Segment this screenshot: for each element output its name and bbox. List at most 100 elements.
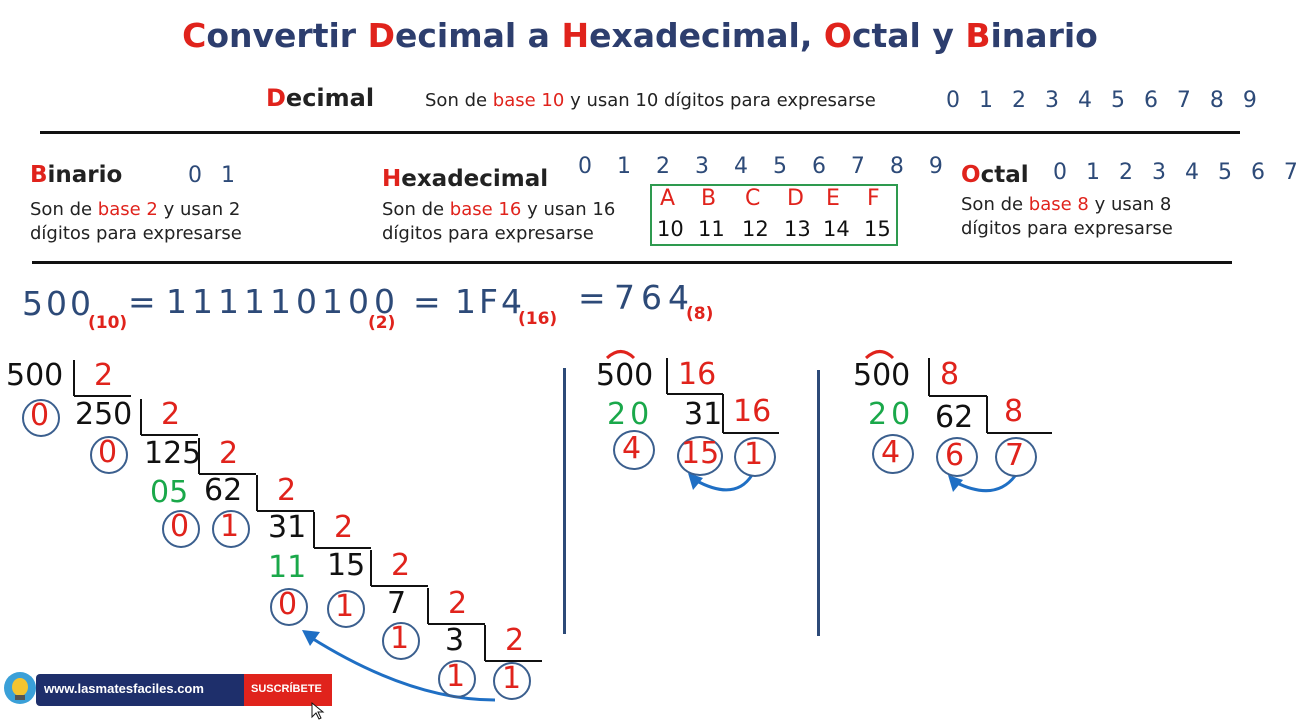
decimal-digits: 0 1 2 3 4 5 6 7 8 9 — [946, 88, 1263, 113]
eq-binary: 111110100 — [166, 282, 400, 321]
separator-right — [817, 370, 820, 636]
hex-letter-b: B — [701, 186, 717, 211]
hex-letter-c: C — [745, 186, 761, 211]
bin-remainder-circle — [212, 510, 250, 548]
bin-dividend: 7 — [387, 586, 407, 621]
bin-remainder-circle — [22, 399, 60, 437]
bin-remainder: 0 — [98, 435, 118, 470]
bin-remainder: 1 — [335, 589, 355, 624]
bin-remainder: 0 — [278, 587, 298, 622]
bin-dividend: 62 — [204, 473, 243, 508]
eq-octal: 764 — [614, 278, 695, 317]
bin-dividend: 500 — [6, 358, 64, 393]
subscribe-button[interactable] — [244, 674, 332, 706]
hex-letter-value: 12 — [742, 217, 769, 241]
bin-divisor: 2 — [391, 548, 411, 583]
bin-divisor: 2 — [277, 473, 297, 508]
bin-remainder-circle — [90, 436, 128, 474]
hex-divisor-2: 16 — [733, 394, 772, 429]
hex-letter-e: E — [826, 186, 840, 211]
bin-divisor: 2 — [219, 436, 239, 471]
octal-digits: 0 1 2 3 4 5 6 7 — [1053, 160, 1304, 185]
hex-letter-value: 14 — [823, 217, 850, 241]
bin-dividend: 125 — [144, 436, 202, 471]
binario-heading: Binario — [30, 162, 123, 188]
divider-top — [40, 131, 1240, 134]
hex-letter-value: 11 — [698, 217, 725, 241]
octal-heading: Octal — [961, 162, 1029, 188]
bulb-logo-icon — [4, 672, 36, 704]
bin-divisor: 2 — [94, 358, 114, 393]
hex-quotient: 31 — [684, 397, 723, 432]
bin-divisor: 2 — [448, 586, 468, 621]
separator-left — [563, 368, 566, 634]
bin-remainder-circle — [162, 510, 200, 548]
hexadecimal-digits: 0 1 2 3 4 5 6 7 8 9 — [578, 154, 952, 179]
hex-letter-a: A — [660, 186, 676, 211]
octal-remainder-1-circle — [872, 434, 914, 474]
bin-remainder: 0 — [30, 398, 50, 433]
octal-final-quotient: 7 — [1005, 438, 1025, 473]
hex-partial: 20 — [607, 397, 654, 432]
hex-letter-value: 10 — [657, 217, 684, 241]
hex-remainder-1-circle — [613, 430, 655, 470]
bin-dividend: 31 — [268, 510, 307, 545]
hex-letter-value: 13 — [784, 217, 811, 241]
bin-dividend: 3 — [445, 623, 465, 658]
hex-letter-table — [650, 184, 898, 246]
channel-badge[interactable]: www.lasmatesfaciles.com SUSCRÍBETE — [0, 668, 340, 720]
hex-remainder-2: 15 — [681, 436, 720, 471]
eq-hex: 1F4 — [455, 282, 525, 321]
octal-remainder-2-circle — [936, 437, 978, 477]
hexadecimal-heading: Hexadecimal — [382, 166, 549, 192]
url-bar — [36, 674, 244, 706]
binario-digits: 0 1 — [188, 163, 241, 188]
eq-sign-2: = — [413, 282, 444, 321]
bin-final-quotient: 1 — [502, 661, 522, 696]
bin-remainder: 1 — [220, 509, 240, 544]
bin-divisor: 2 — [161, 397, 181, 432]
bin-divisor: 2 — [505, 623, 525, 658]
decimal-description: Son de base 10 y usan 10 dígitos para ex… — [425, 90, 876, 111]
hex-letter-value: 15 — [864, 217, 891, 241]
octal-quotient: 62 — [935, 400, 974, 435]
bin-dividend: 15 — [327, 548, 366, 583]
bin-partial: 05 — [150, 475, 189, 510]
octal-remainder-2: 6 — [945, 438, 965, 473]
bin-final-quotient-circle — [493, 662, 531, 700]
octal-dividend: 500 — [853, 358, 911, 393]
bin-remainder-circle — [438, 660, 476, 698]
eq-sign-3: = — [578, 278, 609, 317]
hex-dividend: 500 — [596, 358, 654, 393]
bin-remainder-circle — [270, 588, 308, 626]
bin-divisor: 2 — [334, 510, 354, 545]
hex-letter-f: F — [867, 186, 880, 211]
page-title: Convertir Decimal a Hexadecimal, Octal y… — [182, 16, 1098, 55]
bin-dividend: 250 — [75, 397, 133, 432]
cursor-icon — [311, 701, 325, 720]
bin-remainder-circle — [382, 622, 420, 660]
octal-partial: 20 — [868, 397, 915, 432]
hex-remainder-2-circle — [677, 436, 723, 476]
eq-decimal: 500 — [22, 284, 94, 323]
octal-divisor: 8 — [940, 357, 960, 392]
hex-letter-d: D — [787, 186, 804, 211]
eq-binary-base: (2) — [368, 313, 396, 333]
hex-remainder-1: 4 — [622, 431, 642, 466]
eq-hex-base: (16) — [518, 309, 558, 329]
channel-url: www.lasmatesfaciles.com — [44, 681, 204, 696]
hex-final-quotient-circle — [734, 437, 776, 477]
bin-remainder: 1 — [446, 659, 466, 694]
subscribe-label: SUSCRÍBETE — [251, 683, 322, 695]
bin-remainder-circle — [327, 590, 365, 628]
bin-remainder: 1 — [390, 621, 410, 656]
hex-divisor: 16 — [678, 357, 717, 392]
bin-remainder: 0 — [170, 509, 190, 544]
octal-divisor-2: 8 — [1004, 394, 1024, 429]
